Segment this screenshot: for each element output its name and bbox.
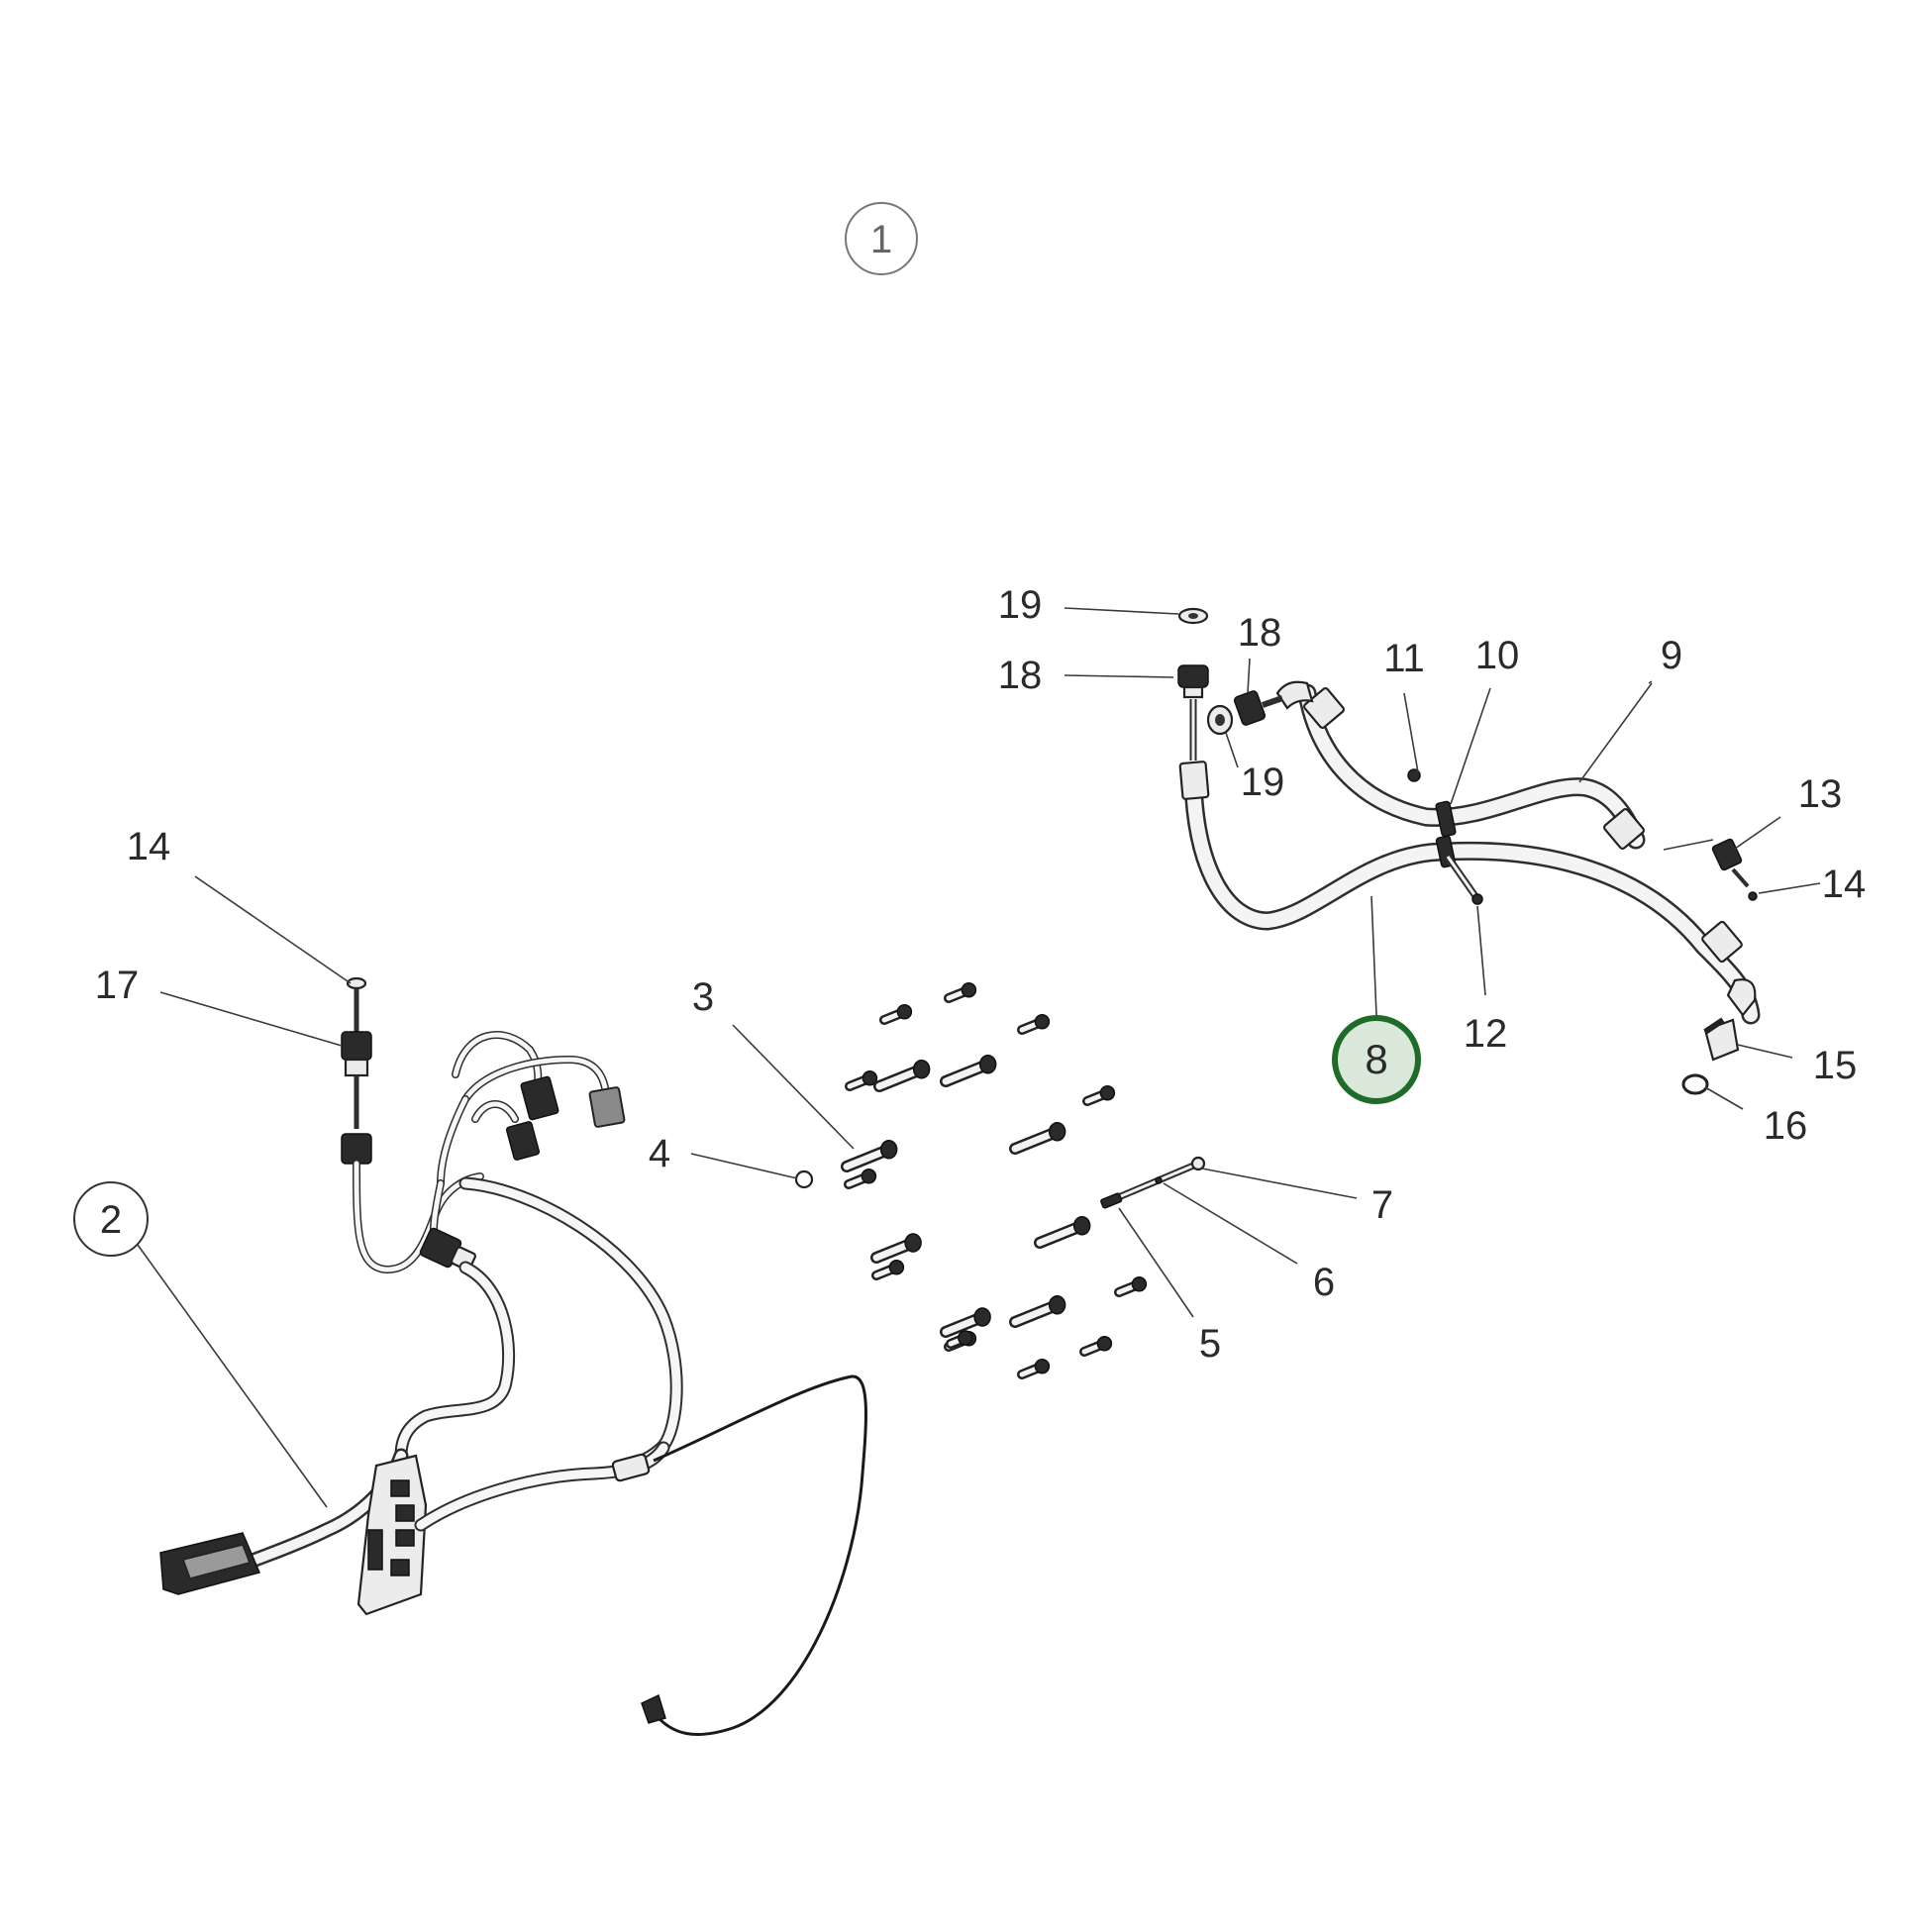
ground-wire [653,1374,867,1736]
callout-16[interactable]: 16 [1764,1104,1808,1148]
connector-a [520,1075,559,1121]
wiring-harness [159,976,867,1736]
screw-icon [844,1169,877,1189]
highlighted-callout-8[interactable]: 8 [1332,1015,1421,1104]
leader-2 [137,1244,328,1508]
callout-18a[interactable]: 18 [998,654,1043,697]
connector-b [505,1121,541,1161]
grommet-18a [1177,664,1209,688]
connector-c [588,1086,626,1128]
rod-7-head [1190,1156,1206,1171]
bolt-icon [1009,1122,1066,1155]
bolt-icon [1034,1216,1091,1249]
callout-3[interactable]: 3 [692,975,714,1019]
hose-9-elbow [1275,680,1314,710]
o-ring-16 [1681,1073,1709,1095]
clamp-10 [1435,800,1457,838]
hose-8-fitting-end [1701,920,1743,964]
callout-13[interactable]: 13 [1798,772,1843,816]
nut-11 [1407,768,1421,782]
hose-8-elbow [1726,978,1757,1017]
bolt-field [841,982,1148,1379]
bolt-icon [940,1055,997,1087]
bolt-icon [841,1140,898,1172]
screw-icon [1017,1359,1051,1379]
callout-9[interactable]: 9 [1661,634,1682,677]
callout-10[interactable]: 10 [1475,634,1520,677]
callout-18b[interactable]: 18 [1238,611,1282,655]
screw-icon [879,1004,913,1025]
callout-labels: 19 18 18 19 11 10 9 13 14 12 15 16 14 17… [95,583,1867,1366]
screw-icon [1079,1336,1113,1357]
callout-5[interactable]: 5 [1199,1322,1221,1366]
assembly-callout-2-label: 2 [100,1198,122,1242]
rod-assembly-5-6-7 [1100,1156,1206,1209]
callout-14b[interactable]: 14 [1822,863,1867,906]
assembly-callout-2[interactable]: 2 [73,1181,149,1257]
callout-6[interactable]: 6 [1313,1261,1335,1304]
callout-14a[interactable]: 14 [127,825,171,868]
screw-icon [944,982,977,1003]
washer-6 [1155,1176,1163,1184]
screw-icon [946,1330,973,1349]
highlight-ring [1332,1015,1421,1104]
screw-icon [871,1260,905,1280]
hose-9-fitting-top [1302,686,1346,730]
highlighted-callout-8-label: 8 [1365,1036,1387,1082]
screw-icon [1017,1014,1051,1035]
assembly-callout-1[interactable]: 1 [845,202,918,275]
nut-5 [1100,1192,1123,1209]
callout-7[interactable]: 7 [1371,1183,1393,1227]
screw-icon [845,1070,878,1091]
callout-19b[interactable]: 19 [1241,761,1285,804]
assembly-callout-1-label: 1 [870,218,892,261]
cable-sleeve [611,1453,651,1482]
grommet-18b [1233,690,1267,726]
bolt-icon [873,1060,931,1092]
screw-icon [1114,1276,1148,1297]
hose-8-fitting-top [1178,761,1210,800]
bolt-icon [870,1233,922,1264]
callout-11[interactable]: 11 [1383,637,1425,680]
callout-19a[interactable]: 19 [998,583,1043,627]
bolt-icon [940,1307,991,1338]
sensor-17 [341,1031,372,1061]
callout-17[interactable]: 17 [95,964,140,1007]
callout-15[interactable]: 15 [1813,1044,1858,1087]
hose-9-fitting-end [1602,807,1646,851]
leader-lines [159,607,1821,1318]
callout-4[interactable]: 4 [649,1132,670,1175]
hose-assembly [1177,607,1761,1095]
clip-13 [1711,838,1743,871]
washer-4 [794,1169,814,1189]
ground-terminal [641,1693,666,1724]
screw-icon [1082,1085,1116,1106]
sensor-17-plug [341,1133,372,1165]
callout-12[interactable]: 12 [1464,1012,1508,1056]
bolt-12 [1471,893,1483,905]
bolt-icon [1009,1295,1066,1328]
pin-14b [1748,891,1758,901]
